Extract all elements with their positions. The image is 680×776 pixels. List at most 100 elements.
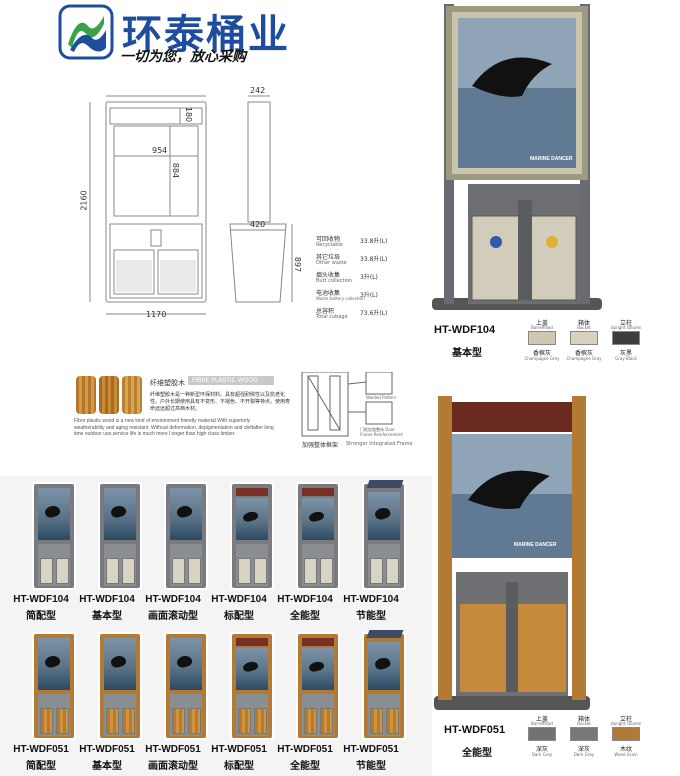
dim-inner-width: 954: [152, 146, 168, 155]
hero1-swatches: 上盖 Barrelhead 香槟灰 Champagne Grey 箱体 Buck…: [522, 318, 652, 374]
thumbnail-bin-door: [56, 558, 69, 584]
variant-model: HT-WDF104: [79, 594, 135, 605]
thumbnail-poster: [38, 638, 70, 690]
variant-thumbnail[interactable]: [296, 632, 340, 740]
product-image: [432, 4, 602, 310]
thumbnail-bin-door: [320, 708, 333, 734]
dim-top-height: 180: [184, 106, 194, 123]
thumbnail-poster: [368, 492, 400, 540]
variant-type: 节能型: [356, 611, 386, 622]
dimension-drawing: [89, 95, 293, 315]
thumbnail-poster: [236, 648, 268, 690]
frame-label-en: Stronger Integrated Frame: [346, 441, 413, 447]
thumbnail-bin-door: [172, 558, 185, 584]
variant-model: HT-WDF104: [13, 594, 69, 605]
thumbnail-bin-door: [370, 558, 383, 584]
led-panel: [302, 488, 334, 496]
capacity-row: 可回收物 Recyclable 33.8升(L): [316, 236, 388, 248]
thumbnail-poster: [236, 498, 268, 540]
thumbnail-bin-door: [106, 558, 119, 584]
hero2-model: HT-WDF051: [444, 724, 506, 736]
wood-sample: [76, 376, 96, 414]
swatch-color: [570, 727, 598, 741]
hero-product-wdf104: MARINE DANCER: [432, 4, 602, 312]
variant-thumbnail[interactable]: [362, 480, 406, 590]
thumbnail-bin-door: [172, 708, 185, 734]
variant-thumbnail[interactable]: [164, 632, 208, 740]
swatch-color: [528, 331, 556, 345]
thumbnail-bin-door: [122, 558, 135, 584]
hero2-swatches: 上盖 Barrelhead 深灰 Dark Gray 箱体 Bucket 深灰 …: [522, 714, 652, 772]
detail-label-2: 门框加强整体 Door Frame Reinforcement: [360, 427, 403, 437]
solar-panel: [366, 630, 404, 638]
swatch-color: [612, 331, 640, 345]
variant-type: 画面滚动型: [148, 611, 198, 622]
swatch-item: 上盖 Barrelhead 香槟灰 Champagne Grey: [524, 320, 560, 361]
variant-type: 全能型: [290, 761, 320, 772]
dim-inner-height: 884: [171, 162, 181, 179]
variant-type: 节能型: [356, 761, 386, 772]
technical-drawing: 180 954 884 2160 242 420 897 1170: [80, 84, 410, 324]
hero-product-wdf051: MARINE DANCER: [434, 396, 590, 712]
dim-depth: 242: [250, 86, 266, 95]
thumbnail-bin-door: [122, 708, 135, 734]
frame-drawing: [301, 372, 393, 437]
logo-mark-icon: [58, 4, 114, 60]
wood-sample: [99, 376, 119, 414]
variant-model: HT-WDF051: [145, 744, 201, 755]
variant-thumbnail[interactable]: [32, 632, 76, 740]
dim-total-width: 1170: [146, 310, 167, 319]
swatch-color: [570, 331, 598, 345]
variant-thumbnail[interactable]: [98, 632, 142, 740]
variant-thumbnail[interactable]: [362, 630, 406, 740]
thumbnail-bin-door: [188, 708, 201, 734]
material-title-en: FIBRE PLASTIC WOOD: [188, 376, 274, 385]
variant-thumbnail[interactable]: [296, 482, 340, 590]
company-logo: 环泰桶业 一切为您，放心采购: [52, 0, 324, 68]
variant-model: HT-WDF104: [145, 594, 201, 605]
thumbnail-bin-door: [254, 708, 267, 734]
variant-type: 基本型: [92, 611, 122, 622]
variant-thumbnail[interactable]: [230, 482, 274, 590]
variant-thumbnail[interactable]: [164, 482, 208, 590]
variant-type: 画面滚动型: [148, 761, 198, 772]
poster-caption: MARINE DANCER: [530, 156, 573, 162]
variant-model: HT-WDF104: [211, 594, 267, 605]
thumbnail-bin-door: [386, 558, 399, 584]
variant-row-wdf051: HT-WDF051 简配型 HT-WDF051 基本型 HT-WDF051 画面滚动型 HT…: [0, 626, 432, 776]
thumbnail-poster: [302, 498, 334, 540]
material-section: 纤维塑胶木 FIBRE PLASTIC WOOD 纤维塑胶木是一种新型环保材料。…: [70, 372, 413, 462]
brand-slogan: 一切为您，放心采购: [120, 49, 246, 65]
variant-model: HT-WDF104: [277, 594, 333, 605]
thumbnail-bin-door: [40, 558, 53, 584]
led-panel: [236, 638, 268, 646]
variant-model: HT-WDF051: [79, 744, 135, 755]
product-image: [434, 396, 590, 710]
variant-model: HT-WDF051: [211, 744, 267, 755]
dim-total-height: 2160: [79, 190, 89, 211]
frame-label-zh: 加强整体框架: [302, 442, 339, 449]
material-desc-zh: 纤维塑胶木是一种新型环保材料。具有超强耐候性以及抗老化性。户外长期使用具有不变形…: [150, 392, 291, 412]
variant-model: HT-WDF051: [13, 744, 69, 755]
capacity-row: 其它垃圾 Other waste 33.8升(L): [316, 254, 388, 266]
variant-type: 简配型: [26, 611, 56, 622]
swatch-color: [528, 727, 556, 741]
variant-model: HT-WDF051: [343, 744, 399, 755]
variant-thumbnail[interactable]: [98, 482, 142, 590]
thumbnail-bin-door: [320, 558, 333, 584]
variant-thumbnail[interactable]: [32, 482, 76, 590]
variant-type: 简配型: [26, 761, 56, 772]
frame-detail: Welded Pattern 门框加强整体 Door Frame Reinfor…: [300, 372, 410, 446]
swatch-item: 箱体 Bucket 深灰 Dark Gray: [564, 714, 604, 770]
variant-thumbnail[interactable]: [230, 632, 274, 740]
led-panel: [236, 488, 268, 496]
variant-type: 标配型: [224, 611, 254, 622]
material-title-zh: 纤维塑胶木: [150, 379, 185, 387]
swatch-item: 上盖 Barrelhead 深灰 Dark Gray: [522, 714, 562, 770]
hero2-type: 全能型: [462, 748, 492, 759]
capacity-table: 可回收物 Recyclable 33.8升(L) 其它垃圾 Other wast…: [296, 234, 406, 324]
variant-type: 基本型: [92, 761, 122, 772]
thumbnail-bin-door: [386, 708, 399, 734]
thumbnail-bin-door: [40, 708, 53, 734]
capacity-row: 总容积 Total cubage 73.6升(L): [316, 308, 388, 320]
